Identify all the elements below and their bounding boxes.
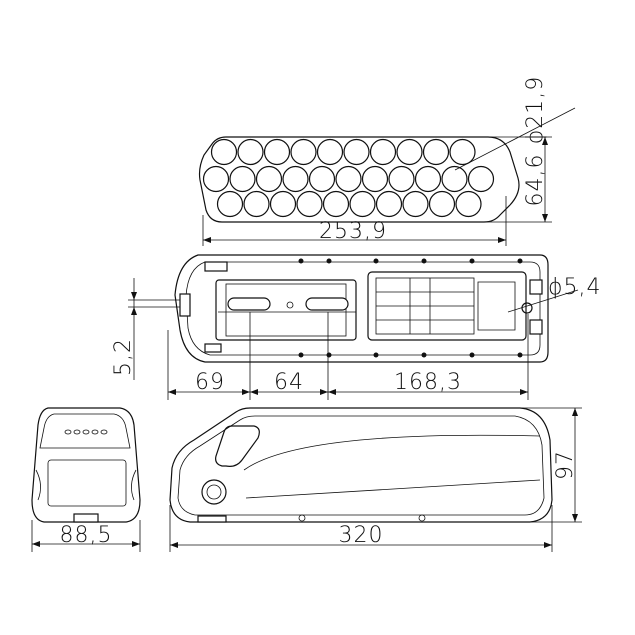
battery-cell [375,190,403,218]
mount-hole [469,352,475,358]
battery-cell [229,165,256,193]
battery-cell [263,138,291,166]
battery-cell [237,138,264,166]
led-indicator [64,429,72,435]
pack-length-label: 253,9 [319,219,387,244]
led-indicator [73,429,81,435]
battery-cell [255,165,283,193]
battery-cell [467,165,495,193]
offset-label: 5,2 [111,338,136,376]
mount-hole [298,352,304,358]
battery-cell [455,190,482,218]
led-indicator [100,429,108,435]
battery-cell [335,165,362,193]
height-label: 97 [553,450,578,480]
mount-plan-view [174,254,549,363]
battery-cell [396,138,423,166]
mount-hole [421,352,427,358]
battery-cell [349,190,376,218]
total-length-label: 320 [339,523,384,548]
mount-hole [469,258,475,264]
segment-3-label: 168,3 [394,370,462,395]
battery-cell [441,165,468,193]
led-indicator [91,429,99,435]
battery-cell [296,190,323,218]
battery-cell [422,138,450,166]
battery-cell [343,138,370,166]
battery-cell [202,165,230,193]
battery-cell [322,190,350,218]
battery-cell [361,165,389,193]
battery-cell [282,165,309,193]
mount-hole [326,352,332,358]
battery-cell [414,165,442,193]
mount-hole [517,258,523,264]
battery-cell [290,138,317,166]
mount-hole [326,258,332,264]
battery-cell [269,190,297,218]
mount-hole [517,352,523,358]
mount-hole [298,258,304,264]
battery-cell [449,138,476,166]
pack-height-label: 64,6 [523,154,548,207]
cell-diameter-label: ϕ21,9 [523,76,548,145]
cell-pack-view [198,136,520,223]
battery-cell [388,165,415,193]
segment-2-label: 64 [274,370,304,395]
battery-cell [402,190,429,218]
led-indicator [82,429,90,435]
battery-cell [243,190,270,218]
mount-hole [373,258,379,264]
hole-diameter-label: ϕ5,4 [548,275,602,300]
battery-cell [316,138,344,166]
front-view [31,407,141,523]
segment-1-label: 69 [195,370,225,395]
mount-hole [373,352,379,358]
battery-cell [216,190,244,218]
battery-cell [308,165,336,193]
battery-cell [369,138,397,166]
front-width-label: 88,5 [60,523,113,548]
battery-cell [210,138,238,166]
battery-cell [428,190,456,218]
side-view [169,407,553,523]
mount-hole [421,258,427,264]
